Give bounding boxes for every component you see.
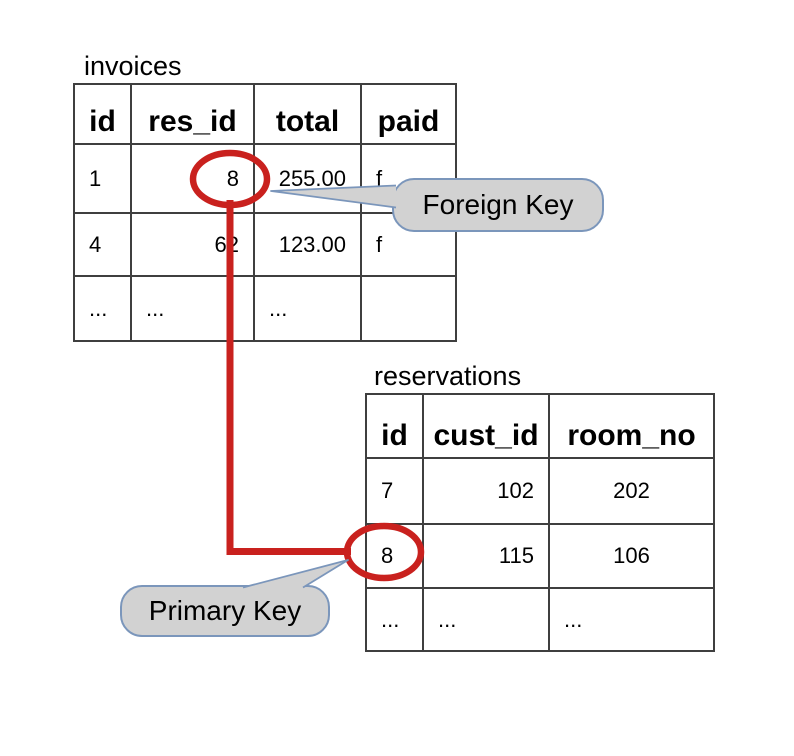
reservations-header-id: id bbox=[365, 393, 424, 459]
table-row: ... ... ... bbox=[365, 587, 715, 652]
reservations-cell-cust_id: 115 bbox=[422, 523, 550, 589]
foreign-key-callout-label: Foreign Key bbox=[422, 189, 574, 220]
invoices-cell-id: ... bbox=[73, 275, 132, 342]
reservations-cell-cust_id: 102 bbox=[422, 457, 550, 525]
reservations-cell-id: 8 bbox=[365, 523, 424, 589]
invoices-table-title: invoices bbox=[84, 51, 182, 81]
reservations-table: id cust_id room_no 7 102 202 8 115 106 .… bbox=[365, 393, 715, 652]
reservations-header-row: id cust_id room_no bbox=[365, 393, 715, 459]
table-row: 8 115 106 bbox=[365, 523, 715, 589]
invoices-header-res_id: res_id bbox=[130, 83, 255, 145]
reservations-header-room_no: room_no bbox=[548, 393, 715, 459]
invoices-cell-total: 123.00 bbox=[253, 212, 362, 277]
table-row: 7 102 202 bbox=[365, 457, 715, 525]
invoices-cell-res_id: 8 bbox=[130, 143, 255, 214]
invoices-cell-res_id: 62 bbox=[130, 212, 255, 277]
invoices-header-total: total bbox=[253, 83, 362, 145]
invoices-header-row: id res_id total paid bbox=[73, 83, 457, 145]
invoices-header-id: id bbox=[73, 83, 132, 145]
primary-key-callout-label: Primary Key bbox=[148, 595, 302, 626]
reservations-cell-id: ... bbox=[365, 587, 424, 652]
invoices-cell-paid bbox=[360, 275, 457, 342]
reservations-cell-id: 7 bbox=[365, 457, 424, 525]
reservations-table-title: reservations bbox=[374, 361, 522, 391]
primary-key-callout-tail bbox=[242, 559, 349, 589]
reservations-cell-room_no: 106 bbox=[548, 523, 715, 589]
invoices-cell-id: 1 bbox=[73, 143, 132, 214]
invoices-cell-id: 4 bbox=[73, 212, 132, 277]
table-row: ... ... ... bbox=[73, 275, 457, 342]
invoices-cell-total: ... bbox=[253, 275, 362, 342]
invoices-header-paid: paid bbox=[360, 83, 457, 145]
reservations-header-cust_id: cust_id bbox=[422, 393, 550, 459]
invoices-cell-res_id: ... bbox=[130, 275, 255, 342]
invoices-cell-total: 255.00 bbox=[253, 143, 362, 214]
reservations-cell-room_no: 202 bbox=[548, 457, 715, 525]
foreign-key-callout: Foreign Key bbox=[392, 178, 604, 232]
reservations-cell-room_no: ... bbox=[548, 587, 715, 652]
primary-key-callout: Primary Key bbox=[120, 585, 330, 637]
reservations-cell-cust_id: ... bbox=[422, 587, 550, 652]
